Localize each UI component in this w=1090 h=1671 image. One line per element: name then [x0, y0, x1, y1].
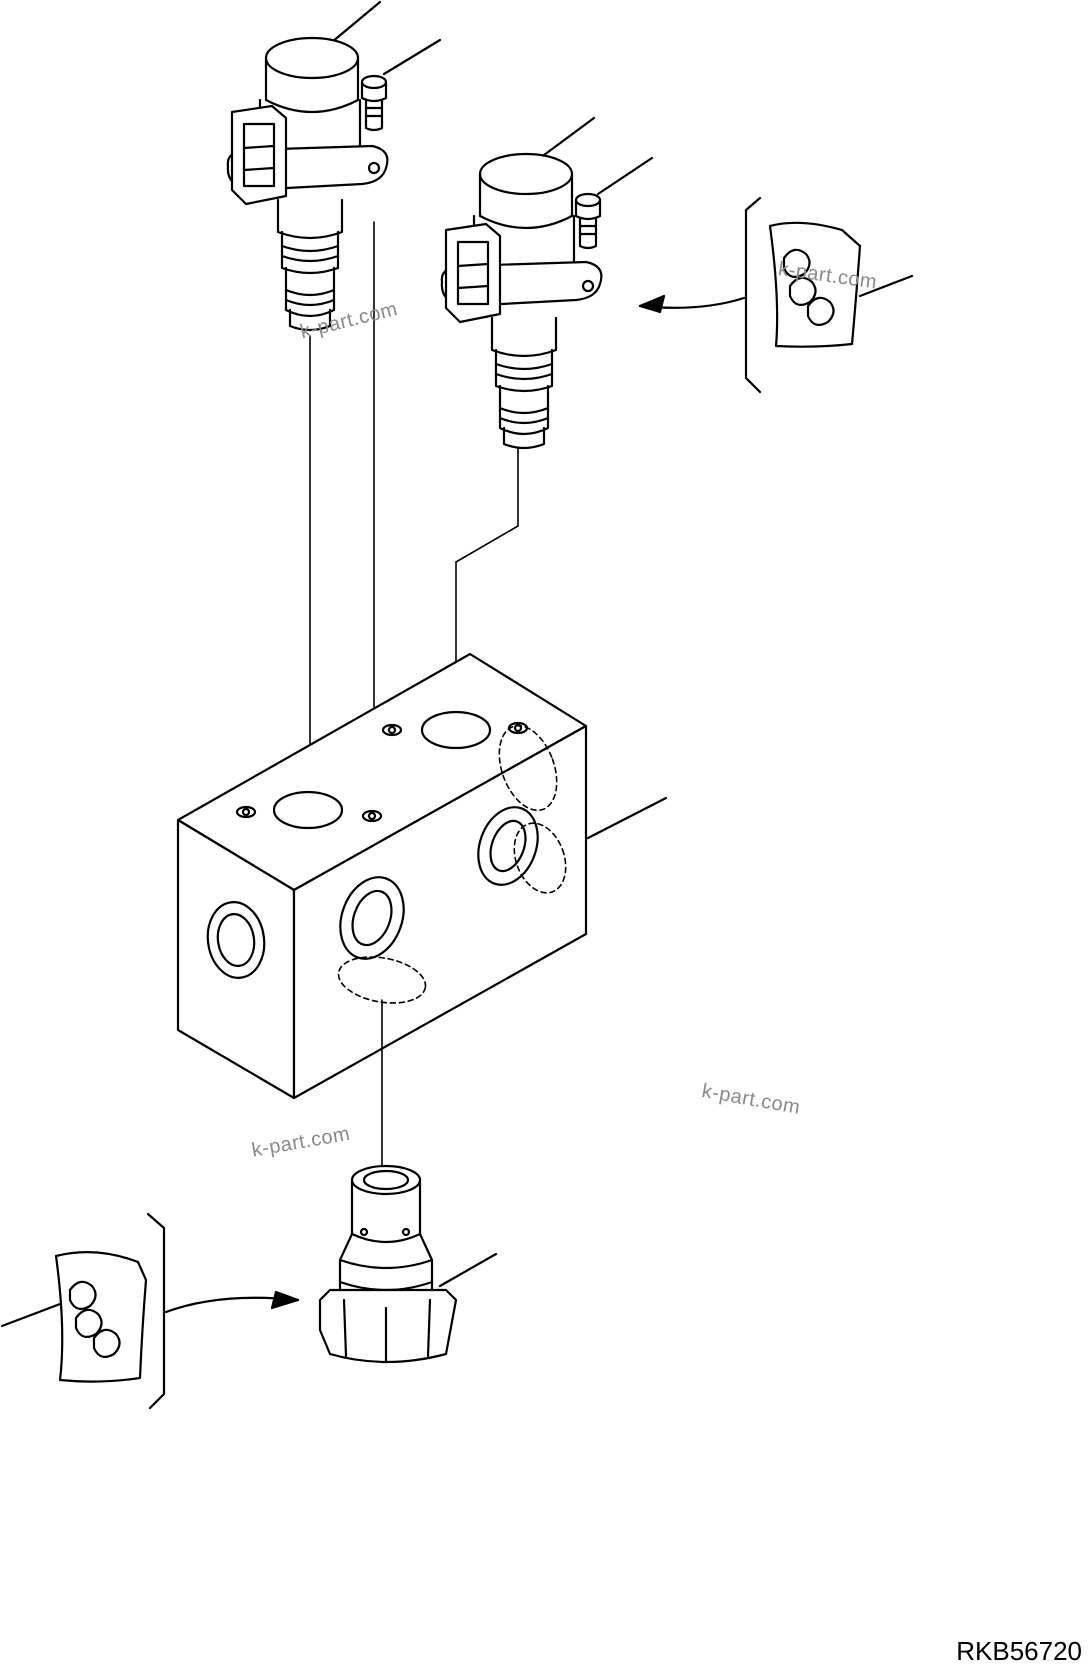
valve-block	[176, 652, 668, 1100]
mounting-bolt-left	[360, 38, 442, 132]
relief-plug	[318, 1164, 498, 1364]
sealant-symbol-right	[638, 196, 914, 394]
mounting-bolt-right	[574, 156, 654, 250]
solenoid-valve-upper-left	[226, 0, 389, 332]
solenoid-valve-upper-right	[440, 116, 603, 450]
sealant-symbol-left	[0, 1212, 300, 1410]
drawing-reference-code: RKB56720	[956, 1636, 1082, 1666]
